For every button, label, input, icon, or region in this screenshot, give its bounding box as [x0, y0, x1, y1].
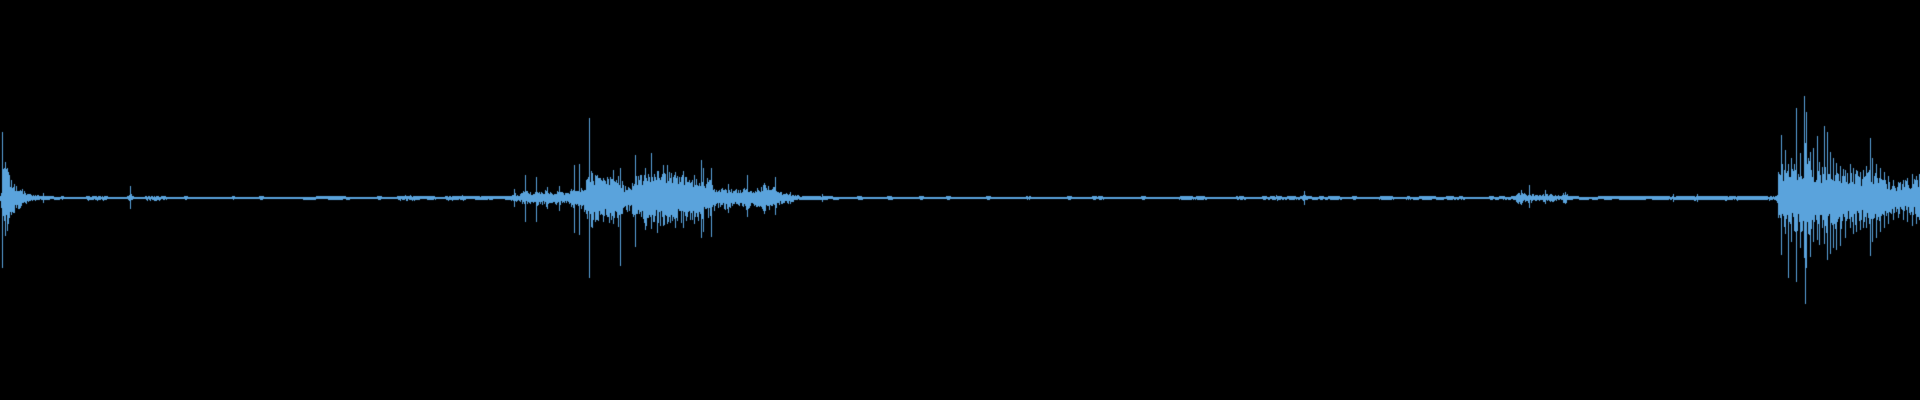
- waveform-player: [0, 0, 1920, 400]
- audio-waveform[interactable]: [0, 0, 1920, 400]
